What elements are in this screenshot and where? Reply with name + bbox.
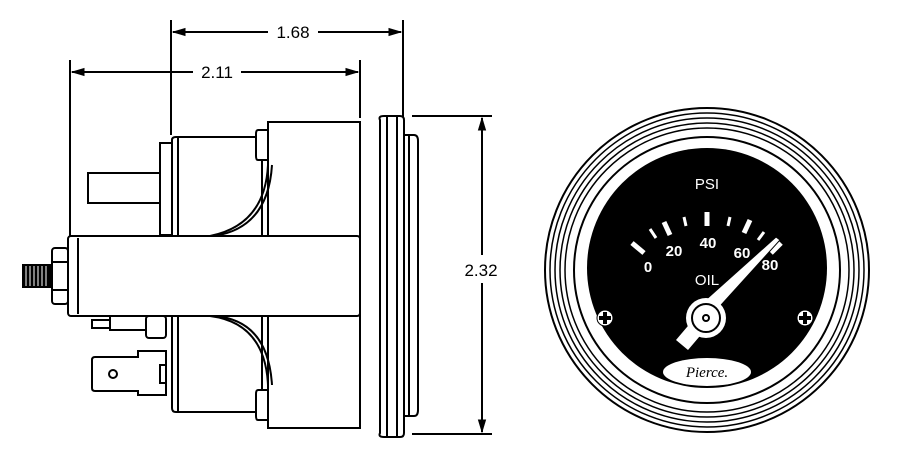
center-band bbox=[67, 235, 361, 317]
scale-label-60: 60 bbox=[734, 245, 751, 262]
dimension-label: 2.32 bbox=[464, 261, 497, 280]
brand-plate bbox=[663, 358, 751, 386]
hex-nut bbox=[51, 247, 69, 305]
stud bbox=[87, 172, 161, 204]
dimension-2-32: 2.32 bbox=[412, 115, 498, 435]
scale-label-0: 0 bbox=[644, 259, 652, 276]
unit-label: PSI bbox=[695, 176, 719, 193]
dimension-label: 2.11 bbox=[201, 63, 233, 82]
scale-label-40: 40 bbox=[700, 235, 717, 252]
scale-label-20: 20 bbox=[666, 243, 683, 260]
type-label: OIL bbox=[695, 272, 719, 289]
bezel-ring bbox=[573, 136, 841, 404]
threaded-fitting bbox=[22, 264, 52, 288]
mount-tab bbox=[159, 142, 173, 236]
side-view: 1.68 2.11 bbox=[22, 20, 419, 438]
bezel-lip bbox=[403, 134, 419, 417]
scale-ticks bbox=[630, 212, 783, 255]
dimension-1-68: 1.68 bbox=[171, 23, 403, 42]
dial-face bbox=[587, 148, 827, 388]
dimension-2-11: 2.11 bbox=[70, 63, 360, 82]
spade-terminal bbox=[91, 350, 167, 396]
bezel bbox=[378, 115, 405, 438]
screw-right-icon bbox=[796, 309, 814, 327]
dimension-label: 1.68 bbox=[276, 23, 309, 42]
scale-label-80: 80 bbox=[762, 257, 779, 274]
screw-left-icon bbox=[596, 309, 614, 327]
front-view: PSI 0 20 40 60 80 OIL Pierce. bbox=[544, 107, 870, 433]
brand-logo: Pierce. bbox=[685, 365, 728, 381]
needle bbox=[676, 236, 781, 350]
